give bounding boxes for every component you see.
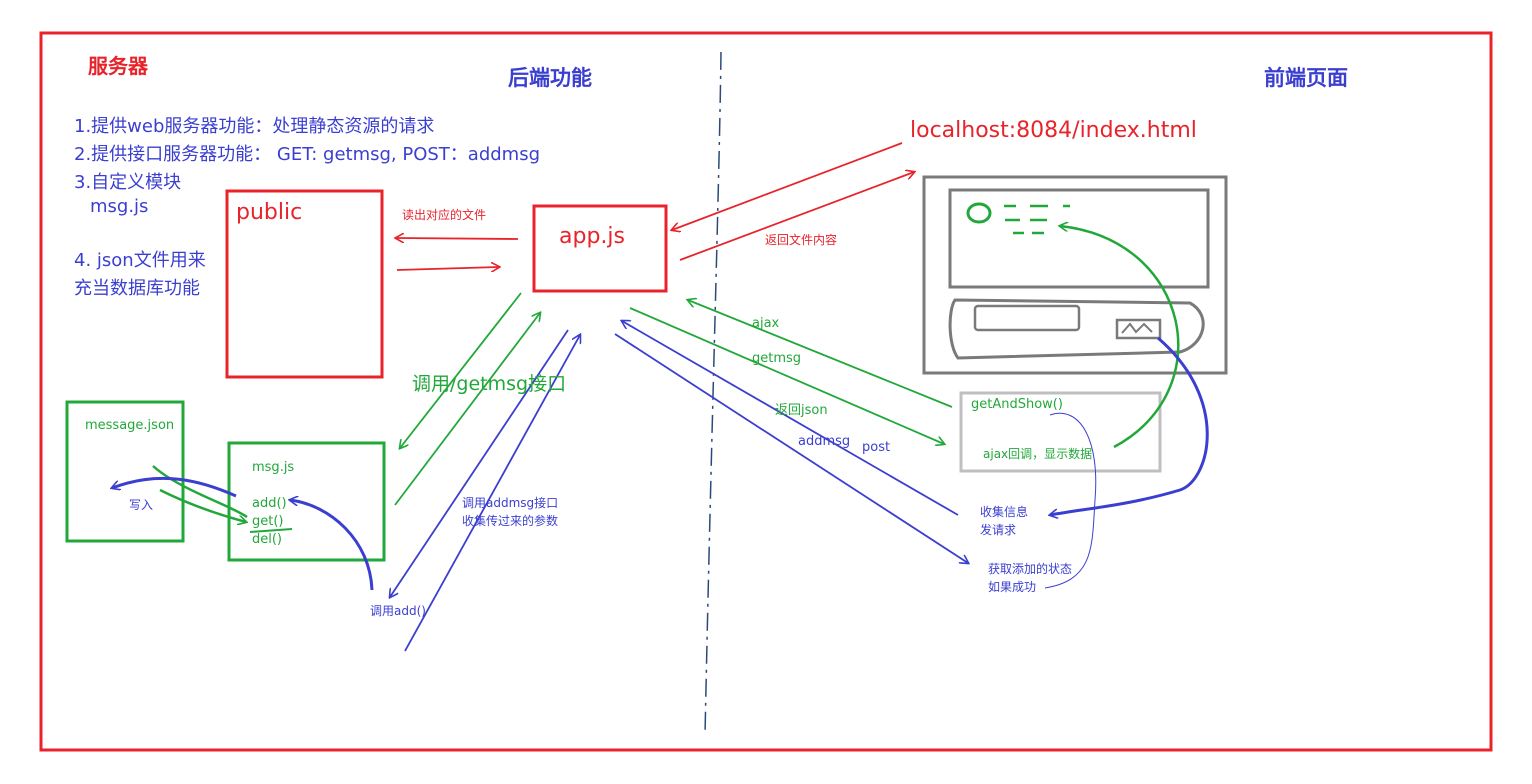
return-content-label: 返回文件内容: [765, 233, 838, 247]
browser-list-area: [948, 188, 1210, 289]
arrow-json-write-2: [159, 488, 246, 522]
arrow-add-call: [290, 500, 374, 591]
page-preview-icon: [966, 202, 1070, 235]
call-add-label: 调用add(): [370, 604, 426, 618]
collect-label-1: 收集信息: [980, 505, 1029, 519]
msg-js-box: [227, 441, 386, 562]
arrow-form-to-collect: [1050, 336, 1209, 515]
get-underline: [249, 528, 293, 533]
feature-1: 1.提供web服务器功能：处理静态资源的请求: [74, 116, 435, 137]
divider-line: [704, 51, 722, 736]
server-title: 服务器: [88, 54, 148, 78]
frontend-title: 前端页面: [1264, 66, 1348, 90]
getmsg-label: getmsg: [752, 351, 802, 366]
ajax-callback-label: ajax回调，显示数据: [983, 447, 1093, 461]
app-label: app.js: [559, 224, 625, 249]
feature-3: 3.自定义模块: [74, 172, 182, 193]
arrow-app-to-getandshow: [629, 307, 944, 444]
feature-4-sub: 充当数据库功能: [74, 278, 200, 299]
return-json-label: 返回json: [775, 403, 828, 418]
msg-get-method: get(): [252, 514, 284, 529]
read-file-label: 读出对应的文件: [402, 208, 487, 222]
arrow-collect-to-app: [622, 321, 959, 516]
browser-window-box: [922, 175, 1228, 375]
feature-2: 2.提供接口服务器功能： GET: getmsg, POST：addmsg: [74, 144, 541, 165]
msg-add-method: add(): [252, 496, 287, 511]
arrow-url-to-app: [672, 142, 903, 230]
addmsg-label: addmsg: [798, 434, 851, 449]
arrow-app-to-browser: [679, 172, 914, 261]
call-addmsg-label-1: 调用addmsg接口: [462, 496, 559, 510]
app-box: [532, 204, 668, 293]
call-getmsg-label: 调用/getmsg接口: [412, 373, 567, 395]
ajax-label: ajax: [752, 316, 780, 331]
message-json-label: message.json: [85, 418, 175, 433]
message-json-box: [65, 400, 185, 543]
arrow-app-to-msgjs: [400, 292, 522, 448]
call-addmsg-label-2: 收集传过来的参数: [462, 514, 559, 528]
form-input-shape: [973, 304, 1081, 332]
arrow-appjs-addmsg-2: [404, 335, 580, 652]
arrow-app-to-public: [396, 238, 519, 239]
url-label: localhost:8084/index.html: [910, 118, 1197, 143]
arrow-callback-to-list: [1060, 226, 1180, 449]
browser-form-area: [948, 298, 1205, 360]
post-label: post: [862, 440, 891, 455]
collect-label-2: 发请求: [980, 523, 1017, 537]
public-label: public: [236, 200, 303, 225]
form-submit-icon: [1115, 318, 1162, 340]
backend-title: 后端功能: [508, 66, 592, 90]
arrow-getandshow-to-app: [688, 300, 953, 408]
status-label-2: 如果成功: [988, 580, 1037, 594]
feature-4: 4. json文件用来: [74, 250, 206, 271]
feature-3-sub: msg.js: [90, 196, 149, 217]
arrow-appjs-addmsg-1: [390, 329, 569, 597]
status-label-1: 获取添加的状态: [988, 562, 1073, 576]
arrow-app-to-status: [614, 333, 968, 563]
arrow-write-json: [112, 476, 237, 498]
status-bracket: [1044, 412, 1097, 589]
arrow-json-write-1: [152, 465, 248, 519]
get-and-show-box: [959, 391, 1162, 473]
public-box: [225, 189, 384, 379]
write-label: 写入: [129, 498, 154, 512]
arrow-msgjs-to-app: [394, 313, 540, 506]
arrow-public-to-app: [396, 267, 499, 270]
outer-frame: [39, 31, 1493, 752]
get-and-show-label: getAndShow(): [971, 397, 1063, 412]
msg-del-method: del(): [252, 532, 283, 547]
msg-js-label: msg.js: [252, 460, 295, 475]
